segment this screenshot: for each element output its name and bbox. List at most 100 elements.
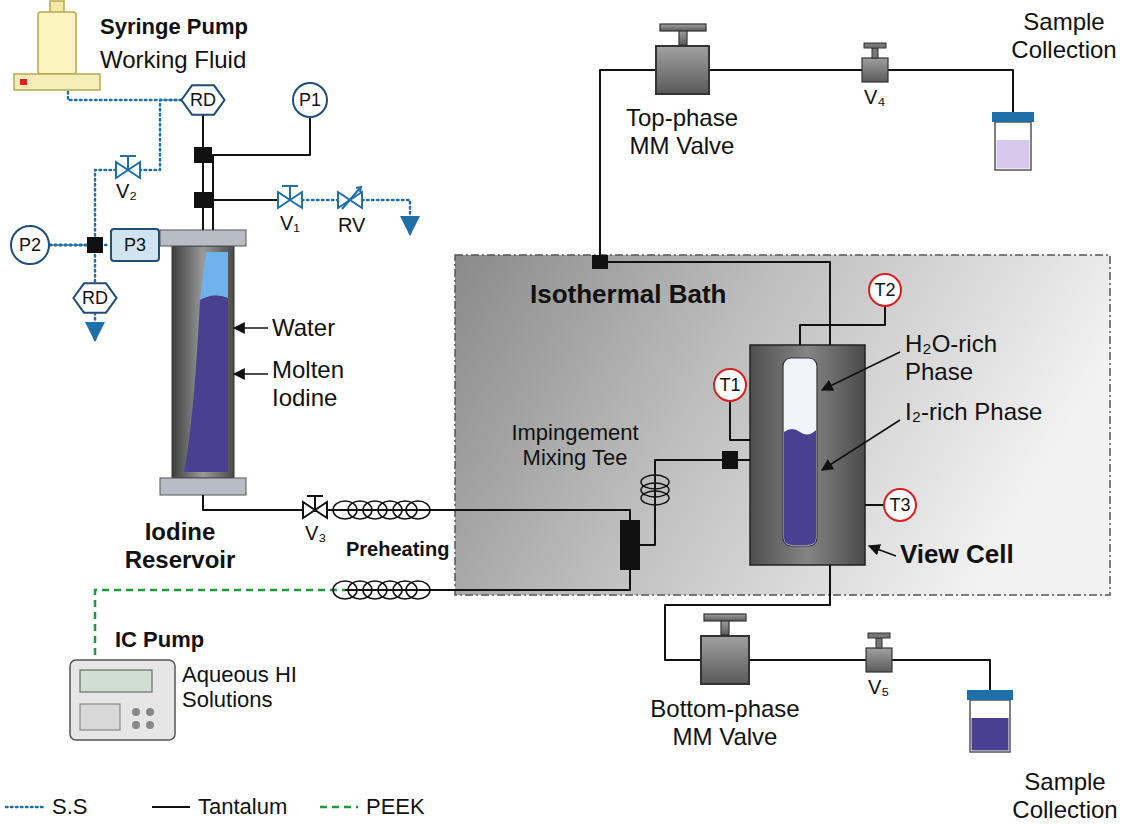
node-caption: Impingement Mixing Tee [505,420,645,471]
pressure-gauge: P1 [292,82,328,118]
peek-underlay [95,590,345,655]
part-label: V₅ [868,676,889,699]
mm-valve: Bottom-phase MM Valve [700,635,750,685]
node-caption: View Cell [900,540,1050,570]
node-label: T3 [885,495,915,516]
tubing-connector [95,570,630,655]
legend-sample [4,797,46,817]
legend-line [6,805,44,808]
legend-line [320,805,358,808]
part-label: V₄ [864,86,886,109]
thermocouple: T2 [868,273,902,307]
ic-pump: IC PumpAqueous HI Solutions [60,655,305,745]
tubing-line [95,570,630,655]
tubing-connector [203,115,204,230]
view-cell: H₂O-rich PhaseI₂-rich PhaseView Cell [750,345,865,565]
ic-pump-device [70,660,175,740]
tubing-line [865,504,883,506]
legend-sample [150,797,192,817]
part-label: Water [272,314,372,342]
hexagon-outline [73,283,116,312]
vent-line [94,313,97,340]
part-label: V₃ [305,522,326,545]
part-label: RV [338,214,365,237]
node-label: RD [181,90,225,111]
rupture-disk: RD [181,85,225,115]
mixing-tee: Impingement Mixing Tee [620,520,640,570]
node-caption: Syringe Pump [100,14,290,39]
part-label: V₂ [116,180,137,203]
sample-vial: Sample Collection [965,690,1015,752]
legend-item: S.S [4,794,87,819]
tubing-line [50,100,181,245]
rupture-disk: RD [73,283,117,313]
tubing-line [800,307,885,345]
node-label: P2 [12,235,48,256]
node-caption: Isothermal Bath [530,280,750,310]
part-label: Molten Iodine [272,356,382,411]
valve-symbol [116,43,892,672]
node-label: T2 [870,280,900,301]
iodine-reservoir: Iodine Reservoir [168,230,238,495]
tubing-connector [800,307,885,345]
bath-ground [455,255,1110,595]
leader-line [869,546,896,556]
peek-tubing [95,590,345,655]
legend-line [152,806,190,808]
syringe-pump: Syringe PumpWorking Fluid [10,5,300,92]
leader-line [822,352,900,390]
node-caption: Bottom-phase MM Valve [640,695,810,750]
vent-line [362,200,410,234]
node-caption: Sample Collection [1000,8,1128,63]
preheating-coil [333,475,669,599]
node-label: RD [73,288,117,309]
node-label: P1 [294,90,326,111]
mm-valve: Top-phase MM Valve [655,45,710,95]
pressure-transducer: P3 [110,228,160,262]
pressure-gauge: P2 [10,225,50,265]
tubing-line [202,115,204,230]
tubing-line [203,495,630,520]
legend-text: PEEK [366,794,425,819]
node-label: P3 [112,235,158,256]
node-caption: Working Fluid [100,46,290,74]
node-caption: I₂-rich Phase [905,398,1055,426]
sample-vial: Sample Collection [990,112,1036,172]
tubing-connector [640,460,750,545]
part-label: V₁ [280,212,300,235]
hexagon-outline [181,85,224,114]
tubing-line [730,402,750,440]
leader-line [234,327,268,329]
node-label: T1 [715,375,745,396]
legend-sample [318,797,360,817]
isothermal-bath: Isothermal BathImpingement Mixing TeeT1H… [455,255,1110,595]
legend-text: S.S [52,794,87,819]
tubing-line [68,92,181,100]
legend-item: Tantalum [150,794,287,819]
tubing-line [212,199,278,201]
tubing-connector [68,92,181,100]
reservoir-column [160,230,246,495]
part-label: Preheating [346,538,476,561]
legend-text: Tantalum [198,794,287,819]
node-caption: Aqueous HI Solutions [182,662,307,713]
syringe-symbol [14,1,100,90]
thermocouple: T1 [713,368,747,402]
sample-vial [967,112,1034,752]
node-caption: H₂O-rich Phase [905,330,1055,385]
legend-item: PEEK [318,794,425,819]
leader-line [822,420,900,470]
tubing-line [640,460,750,545]
tubing-connector [203,495,630,520]
tubing-connector [865,505,883,506]
leader-line [234,373,268,375]
thermocouple: T3 [883,488,917,522]
tubing-line [302,199,338,202]
tubing-connector [730,402,750,440]
tubing-connector [50,100,181,245]
node-caption: Sample Collection [1003,768,1127,823]
node-caption: Top-phase MM Valve [612,104,752,159]
node-caption: Iodine Reservoir [105,518,255,573]
node-caption: IC Pump [115,627,235,652]
